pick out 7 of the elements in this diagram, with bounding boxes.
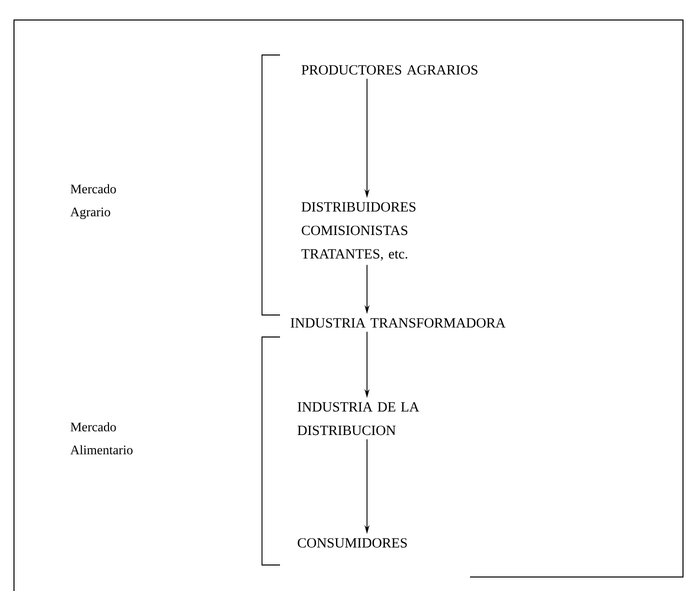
- bracket-label: Mercado Alimentario: [70, 422, 133, 454]
- node-text: CONSUMIDORES: [298, 538, 407, 548]
- node-text: PRODUCTORES AGRARIOS: [302, 65, 478, 75]
- node-text: INDUSTRIA TRANSFORMADORA: [290, 318, 506, 328]
- node-text: DISTRIBUIDORES COMISIONISTAS TRATANTES, etc.: [301, 202, 416, 261]
- bracket-label: Mercado Agrario: [70, 184, 116, 220]
- node-text: INDUSTRIA DE LA DISTRIBUCION: [298, 402, 420, 436]
